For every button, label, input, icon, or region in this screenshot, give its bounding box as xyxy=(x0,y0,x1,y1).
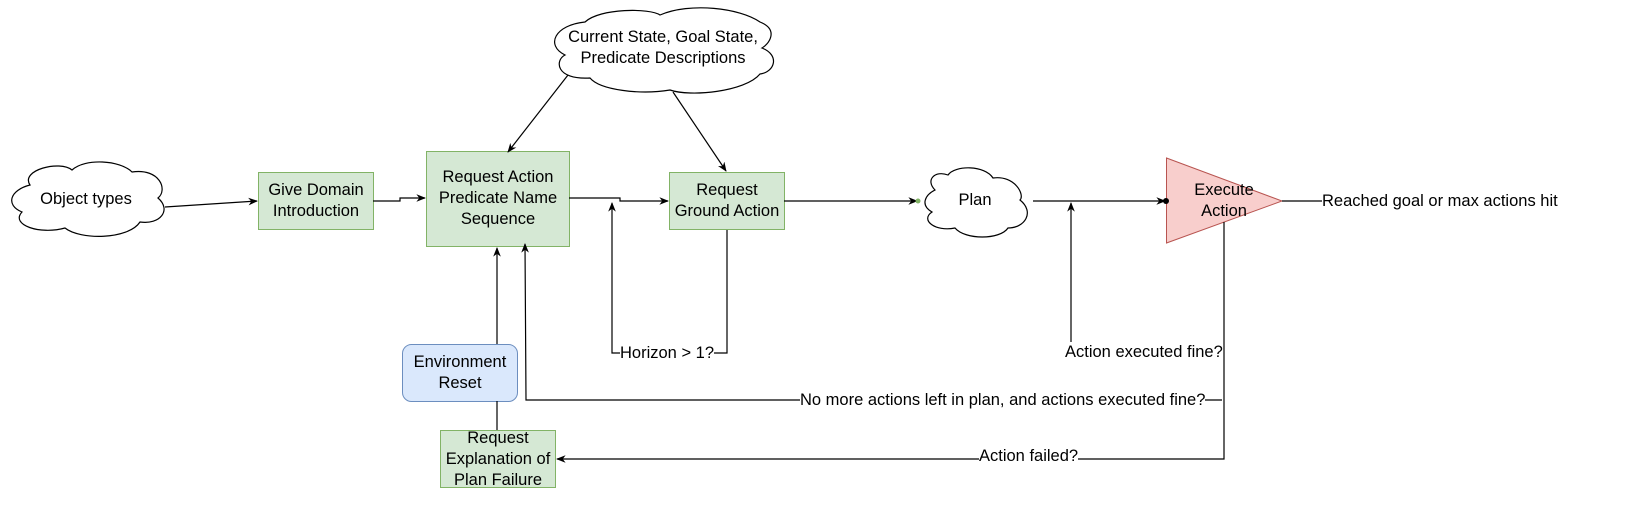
edge-cloud-to-request xyxy=(507,74,569,153)
text-line: Plan Failure xyxy=(453,471,543,489)
text-line: Ground Action xyxy=(674,202,780,220)
text-line: Introduction xyxy=(272,202,360,220)
request-ground-label: Request Ground Action xyxy=(669,180,785,222)
environment-reset-label: Environment Reset xyxy=(402,352,518,394)
reached-goal-label: Reached goal or max actions hit xyxy=(1322,191,1558,211)
request-action-box xyxy=(426,151,570,247)
give-domain-box xyxy=(258,172,374,230)
action-failed-label: Action failed? xyxy=(979,446,1079,466)
edge-cloud-to-ground xyxy=(672,91,727,172)
execute-action-label: Execute Action xyxy=(1174,180,1274,222)
request-action-label: Request Action Predicate Name Sequence xyxy=(426,167,570,230)
text-line: Request Action xyxy=(442,168,554,186)
text-line: Action xyxy=(1201,202,1247,220)
edge-request-to-ground xyxy=(569,197,669,205)
text-line: Environment xyxy=(413,353,507,371)
request-explanation-label: Request Explanation of Plan Failure xyxy=(440,428,556,491)
give-domain-label: Give Domain Introduction xyxy=(258,180,374,222)
text-line: Predicate Name xyxy=(438,189,558,207)
text-line: Reset xyxy=(438,374,482,392)
object-types-cloud xyxy=(11,161,165,237)
request-explanation-box xyxy=(440,430,556,488)
text-line: Request xyxy=(696,181,758,199)
plan-cloud xyxy=(924,167,1028,238)
environment-reset-box xyxy=(402,344,518,402)
state-cloud-label: Current State, Goal State, Predicate Des… xyxy=(553,27,773,69)
horizon-label: Horizon > 1? xyxy=(620,343,715,363)
text-line: Explanation of xyxy=(445,450,551,468)
text-line: Sequence xyxy=(460,210,536,228)
edge-no-more-actions xyxy=(521,243,1222,401)
text-line: Execute xyxy=(1194,181,1254,199)
action-executed-fine-label: Action executed fine? xyxy=(1065,342,1223,362)
plan-label: Plan xyxy=(958,191,992,209)
object-types-label: Object types xyxy=(40,190,132,208)
execute-connection-dot xyxy=(1163,198,1169,204)
text-line: Predicate Descriptions xyxy=(580,49,746,67)
no-more-actions-label: No more actions left in plan, and action… xyxy=(800,390,1206,410)
plan-connection-dot xyxy=(915,198,921,204)
text-line: Request xyxy=(467,429,529,447)
state-cloud xyxy=(554,7,774,94)
edge-action-failed xyxy=(556,222,1225,463)
edge-objects-to-domain xyxy=(164,197,258,208)
text-line: Current State, Goal State, xyxy=(568,28,758,46)
edge-domain-to-request xyxy=(373,194,426,202)
text-line: Give Domain xyxy=(268,181,364,199)
